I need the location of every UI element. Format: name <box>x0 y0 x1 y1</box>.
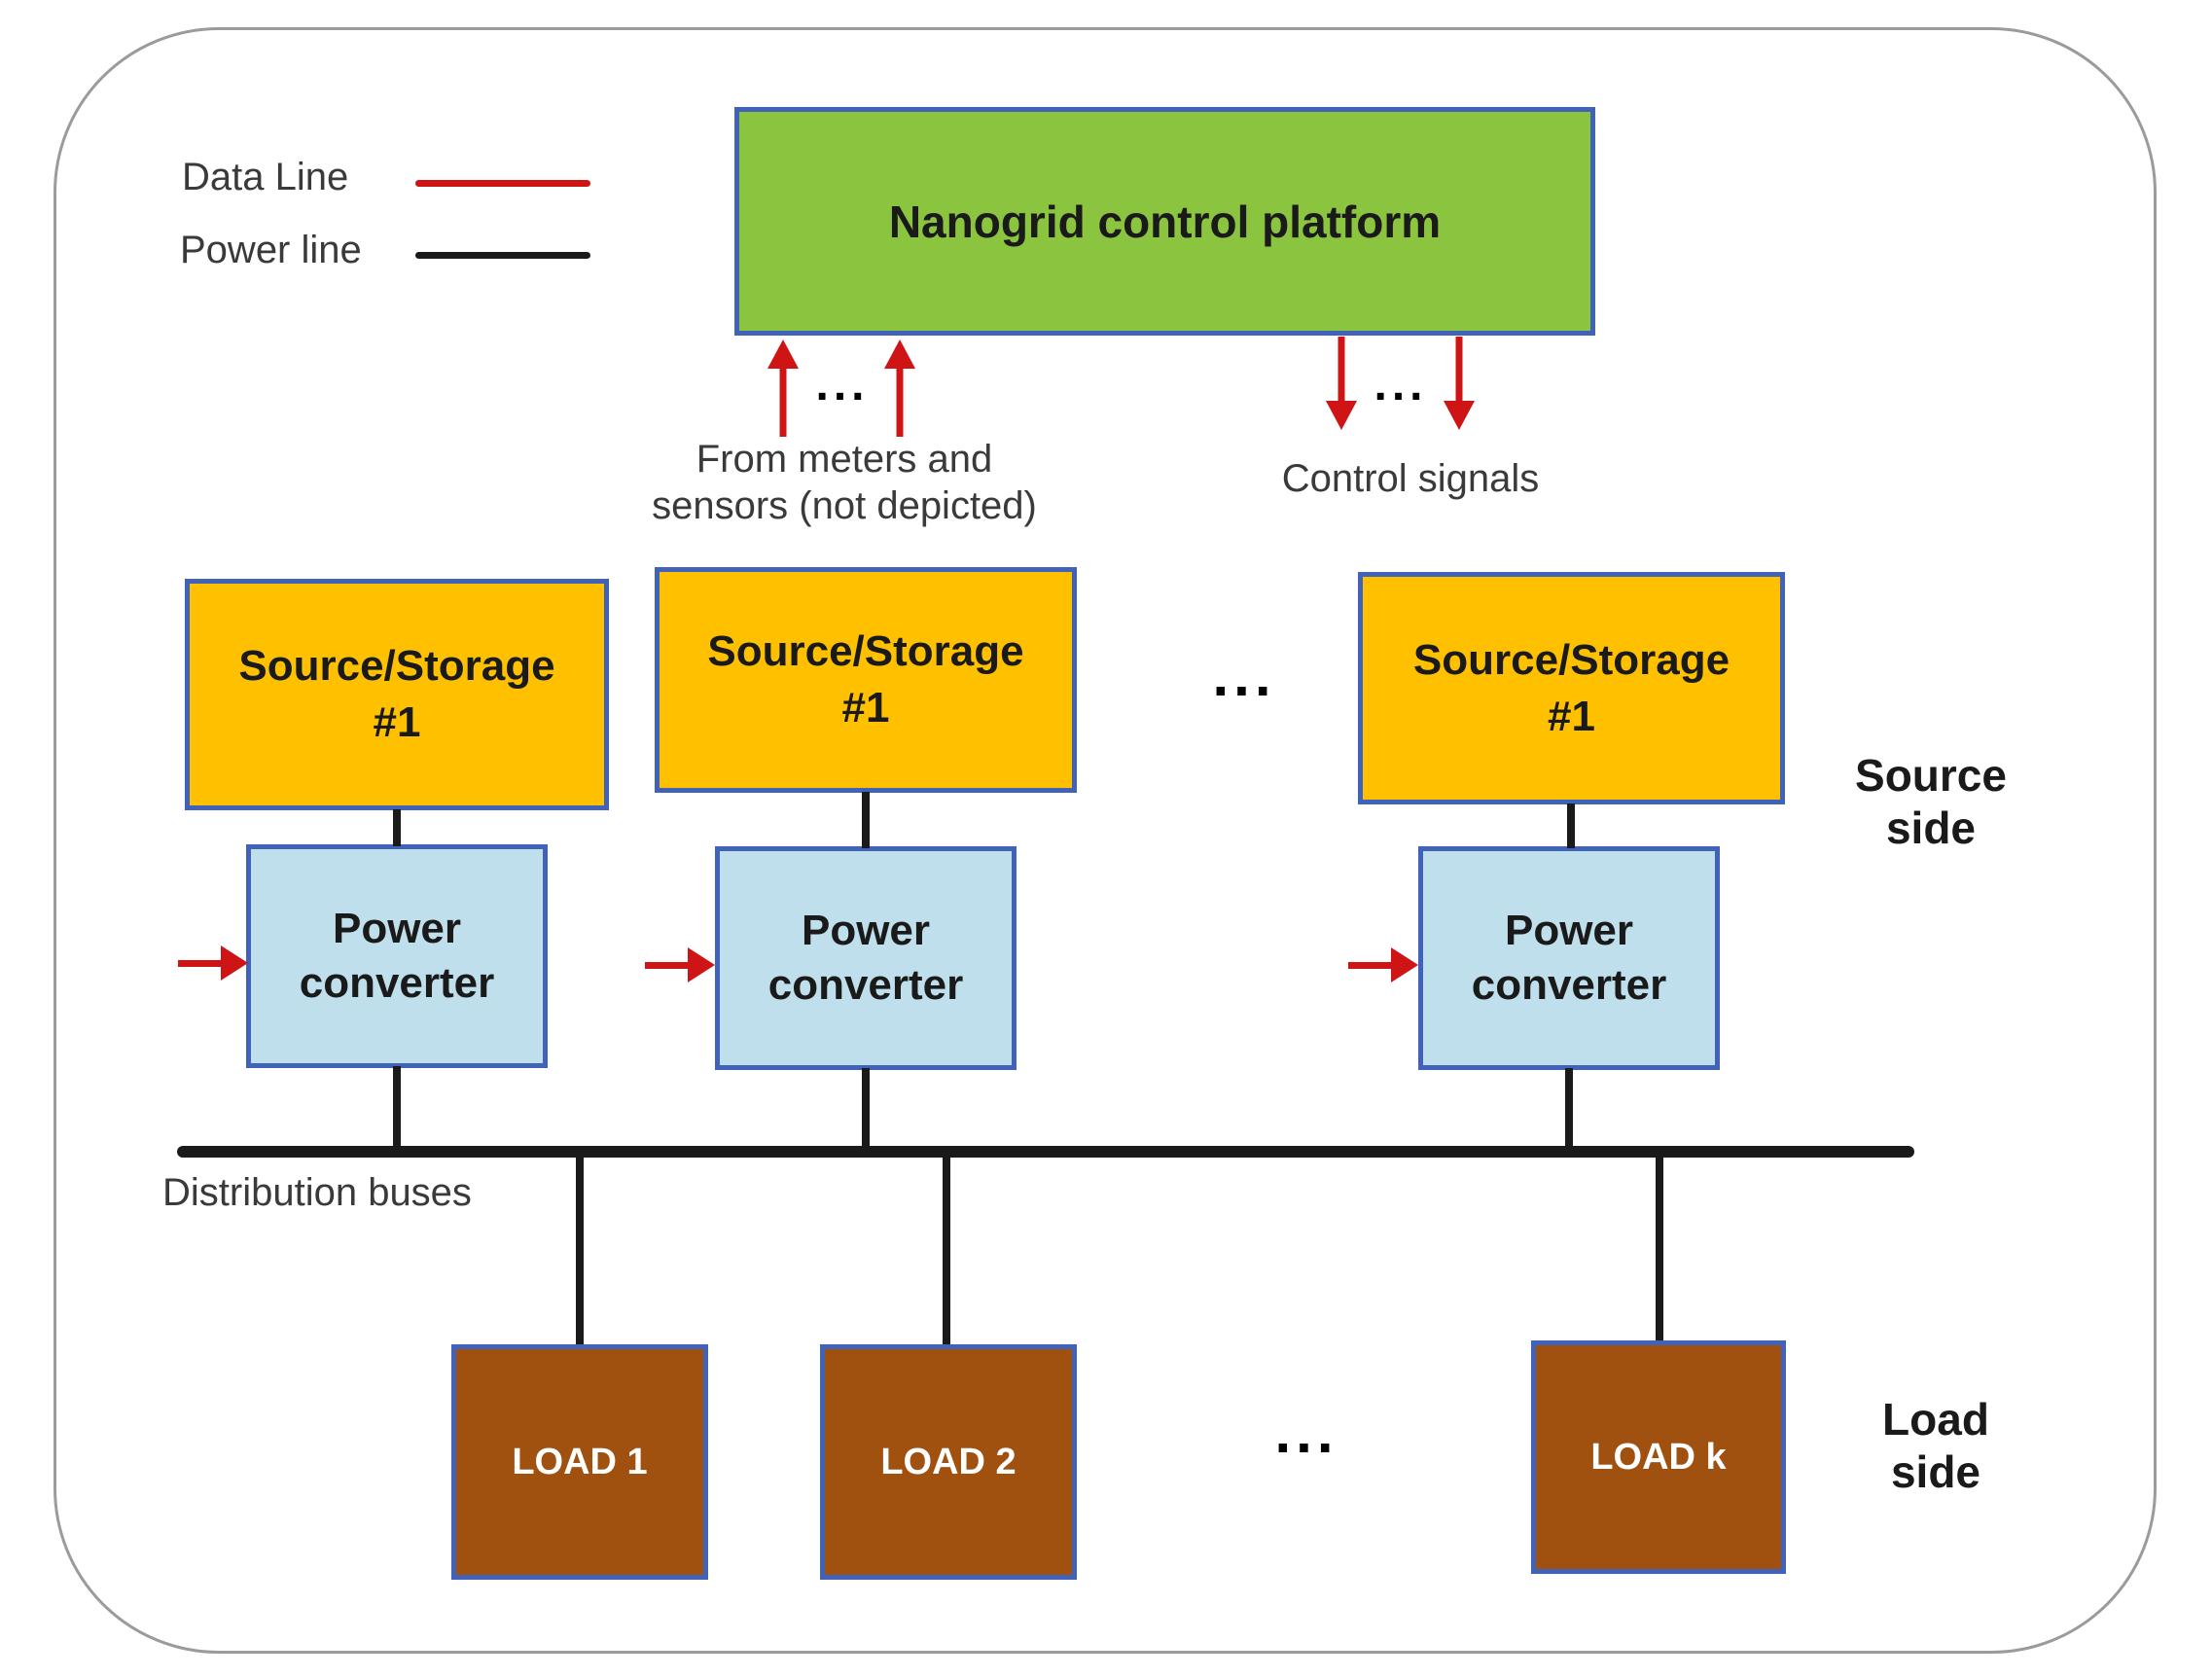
load-side-line2: side <box>1890 1446 1981 1497</box>
load-label: LOAD k <box>1590 1436 1727 1478</box>
converter-label-line1: Power <box>1504 907 1634 954</box>
platform-label: Nanogrid control platform <box>888 196 1442 247</box>
source-side-line1: Source <box>1855 750 2007 801</box>
distribution-buses-label: Distribution buses <box>162 1171 472 1214</box>
power-line-swatch <box>415 252 590 259</box>
source-storage-box-2: Source/Storage #1 <box>655 567 1077 793</box>
ellipsis-loads: ... <box>1274 1400 1338 1465</box>
source-storage-box-3: Source/Storage #1 <box>1358 572 1785 804</box>
legend-power-line-label: Power line <box>180 229 362 271</box>
data-arrow-up-icon <box>767 339 799 437</box>
power-line-source3-converter3 <box>1567 803 1575 848</box>
converter-label-line2: converter <box>299 959 495 1007</box>
power-line-bus-load2 <box>943 1158 950 1346</box>
load-box-2: LOAD 2 <box>820 1344 1077 1580</box>
converter-label-line2: converter <box>767 961 964 1009</box>
ellipsis-control: ... <box>1374 359 1428 410</box>
control-signals-caption: Control signals <box>1281 457 1540 500</box>
load-label: LOAD 2 <box>880 1441 1017 1482</box>
source-label-line2: #1 <box>373 698 421 746</box>
from-meters-caption: From meters and sensors (not depicted) <box>591 436 1097 529</box>
source-side-label: Source side <box>1804 749 2057 854</box>
power-line-converter2-bus <box>862 1068 870 1150</box>
data-arrow-down-icon <box>1444 337 1475 430</box>
power-converter-box-1: Power converter <box>246 844 548 1068</box>
from-meters-line1: From meters and <box>696 438 993 481</box>
converter-label-line1: Power <box>801 907 931 954</box>
power-line-converter3-bus <box>1565 1068 1573 1150</box>
converter-label-line1: Power <box>332 905 462 952</box>
source-label-line1: Source/Storage <box>1412 635 1730 684</box>
source-storage-box-1: Source/Storage #1 <box>185 579 609 810</box>
control-arrow-right-icon <box>645 947 715 982</box>
from-meters-line2: sensors (not depicted) <box>652 484 1037 527</box>
source-label-line2: #1 <box>1548 692 1595 740</box>
ellipsis-meters: ... <box>815 359 870 410</box>
load-box-1: LOAD 1 <box>451 1344 708 1580</box>
source-side-line2: side <box>1885 803 1977 853</box>
source-label-line1: Source/Storage <box>238 642 555 690</box>
outer-frame <box>54 27 2157 1654</box>
power-line-source1-converter1 <box>393 809 401 846</box>
ellipsis-sources: ... <box>1212 643 1276 708</box>
data-line-swatch <box>415 180 590 187</box>
control-arrow-right-icon <box>1348 947 1418 982</box>
load-side-label: Load side <box>1809 1393 2062 1498</box>
load-box-k: LOAD k <box>1531 1340 1786 1574</box>
nanogrid-control-platform-box: Nanogrid control platform <box>734 107 1595 336</box>
distribution-bus-line <box>177 1146 1914 1158</box>
power-line-converter1-bus <box>393 1066 401 1150</box>
load-label: LOAD 1 <box>512 1441 648 1482</box>
power-line-bus-loadk <box>1656 1158 1663 1342</box>
data-arrow-down-icon <box>1326 337 1357 430</box>
legend-data-line-label: Data Line <box>182 156 349 198</box>
source-label-line1: Source/Storage <box>707 627 1024 675</box>
control-arrow-right-icon <box>178 946 248 981</box>
power-line-source2-converter2 <box>862 792 870 848</box>
load-side-line1: Load <box>1882 1394 1989 1445</box>
source-label-line2: #1 <box>841 684 890 731</box>
power-converter-box-3: Power converter <box>1418 846 1720 1070</box>
power-line-bus-load1 <box>576 1158 584 1346</box>
converter-label-line2: converter <box>1471 961 1667 1009</box>
power-converter-box-2: Power converter <box>715 846 1017 1070</box>
